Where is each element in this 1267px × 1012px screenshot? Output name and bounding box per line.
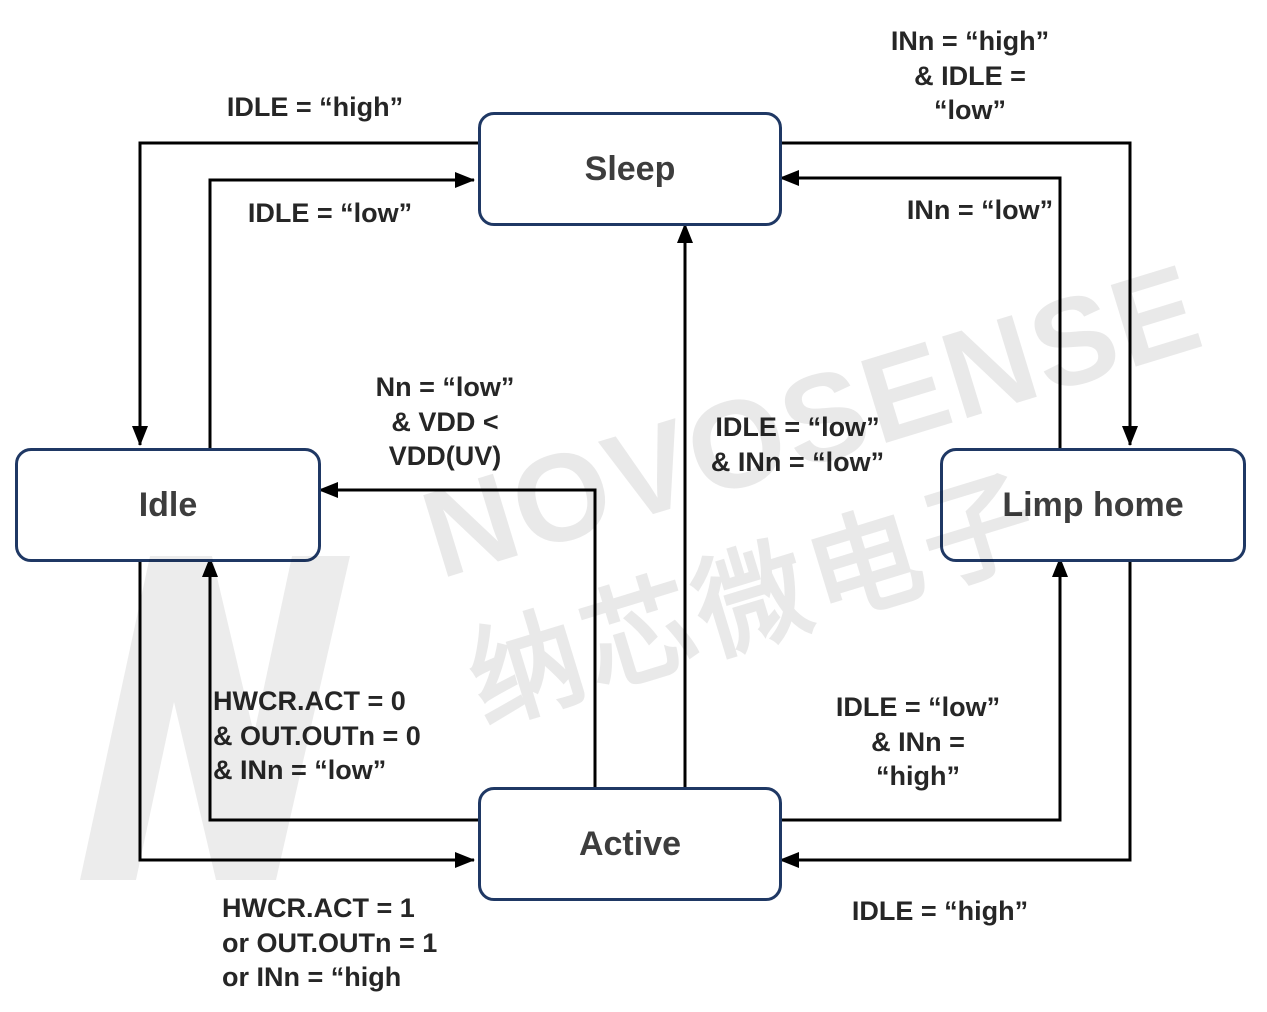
arrow-idle-to-active: [138, 556, 475, 868]
state-active: Active: [478, 787, 782, 901]
transition-label-limp-home-to-active: IDLE = “high”: [851, 896, 1029, 926]
transition-label-sleep-to-limp-home: INn = “high” & IDLE = “low”: [890, 26, 1050, 126]
transition-label-active-to-sleep: IDLE = “low” & INn = “low”: [710, 412, 885, 477]
state-limp-home-label: Limp home: [1002, 485, 1184, 524]
arrow-active-to-idle-undervoltage: [318, 482, 597, 787]
state-sleep: Sleep: [478, 112, 782, 226]
transition-label-limp-home-to-sleep: INn = “low”: [906, 195, 1054, 225]
transition-label-active-to-limp-home: IDLE = “low” & INn = “high”: [835, 692, 1001, 792]
state-idle: Idle: [15, 448, 321, 562]
arrow-idle-to-sleep: [208, 172, 475, 448]
state-active-label: Active: [578, 824, 682, 863]
state-limp-home: Limp home: [940, 448, 1246, 562]
arrow-limp-home-to-sleep: [779, 170, 1062, 448]
transition-label-active-to-idle-undervoltage: Nn = “low” & VDD < VDD(UV): [375, 372, 515, 472]
state-sleep-label: Sleep: [584, 149, 676, 188]
arrow-sleep-to-limp-home: [776, 141, 1138, 446]
arrow-limp-home-to-active: [779, 556, 1132, 868]
transition-label-sleep-to-idle: IDLE = “high”: [226, 92, 404, 122]
transition-label-idle-to-active: HWCR.ACT = 1 or OUT.OUTn = 1 or INn = “h…: [222, 893, 438, 993]
arrow-active-to-idle-hwcr: [202, 557, 478, 822]
state-idle-label: Idle: [138, 485, 198, 524]
transition-label-idle-to-sleep: IDLE = “low”: [247, 198, 413, 228]
arrow-active-to-limp-home: [776, 557, 1068, 822]
arrow-sleep-to-idle: [132, 141, 478, 446]
transition-label-active-to-idle-hwcr: HWCR.ACT = 0 & OUT.OUTn = 0 & INn = “low…: [213, 686, 421, 786]
